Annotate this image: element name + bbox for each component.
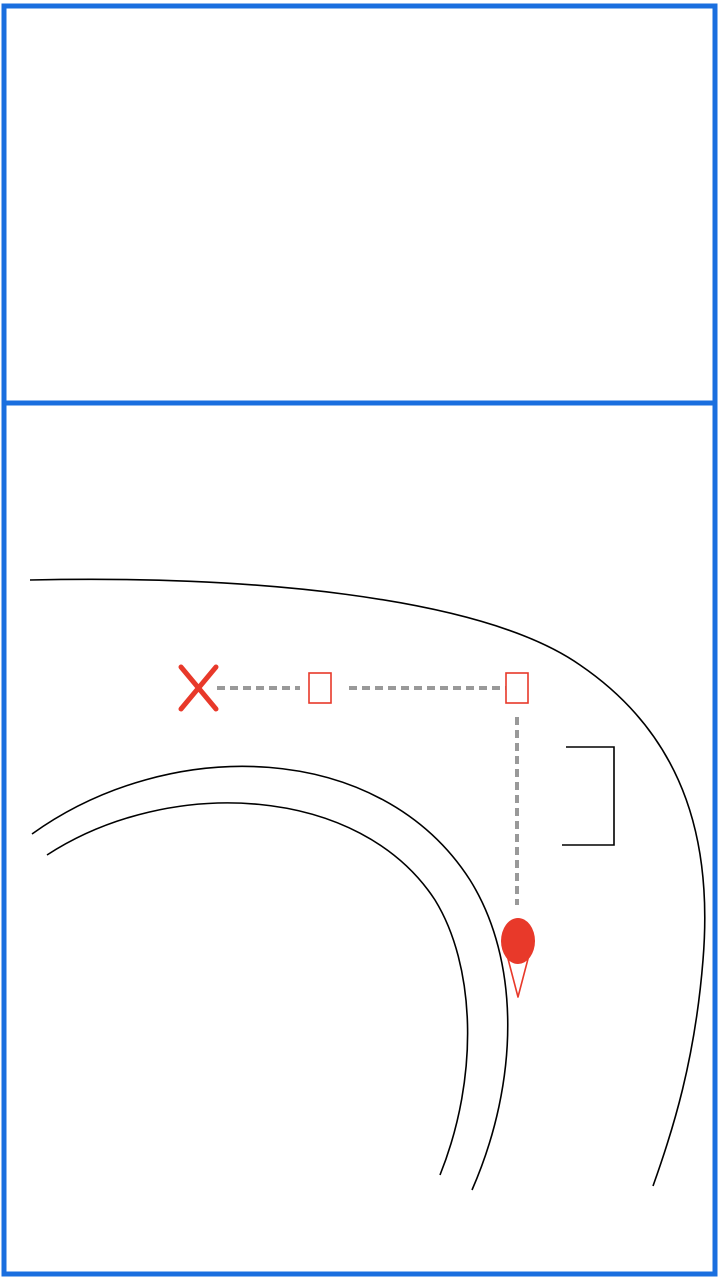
location-pin-icon bbox=[501, 918, 535, 998]
outer-boundary-curve bbox=[29, 578, 706, 1187]
x-mark-icon bbox=[178, 664, 219, 712]
waypoint-square-icon bbox=[308, 672, 332, 704]
bracket-shape bbox=[562, 746, 615, 846]
inner-arc-inner bbox=[46, 802, 469, 1176]
route-path bbox=[217, 686, 519, 905]
waypoint-square-icon bbox=[505, 672, 529, 704]
outer-frame bbox=[1, 3, 718, 1277]
inner-arc-outer bbox=[31, 765, 509, 1191]
